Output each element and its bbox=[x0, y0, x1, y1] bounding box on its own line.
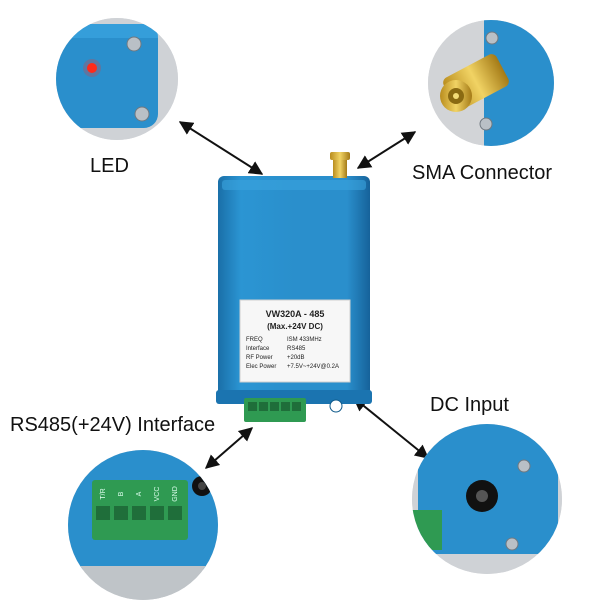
terminal-label: GND bbox=[172, 486, 179, 502]
terminal-block bbox=[244, 398, 306, 422]
sticker-row-key: RF Power bbox=[246, 355, 273, 361]
callout-dc: DC Input bbox=[430, 394, 509, 416]
zoom-sma bbox=[428, 20, 554, 146]
sticker-row-value: +20dB bbox=[287, 355, 305, 361]
callout-led: LED bbox=[90, 155, 129, 177]
arrow-sma bbox=[356, 131, 417, 169]
sticker-row-key: Elec Power bbox=[246, 364, 276, 370]
terminal-block-closeup: T/R B A VCC GND bbox=[92, 480, 188, 540]
arrow-dc bbox=[352, 397, 430, 459]
zoom-dc bbox=[412, 424, 562, 574]
zoom-led bbox=[56, 18, 178, 140]
terminal-label: VCC bbox=[154, 487, 161, 502]
led-indicator bbox=[87, 63, 97, 73]
terminal-label: B bbox=[118, 491, 125, 496]
zoom-rs485: T/R B A VCC GND bbox=[68, 450, 218, 600]
sma-connector bbox=[333, 158, 347, 178]
sticker-model: VW320A - 485 bbox=[266, 309, 325, 319]
sticker-row-key: Interface bbox=[246, 346, 270, 352]
sma-connector-closeup bbox=[440, 54, 509, 112]
sticker-row-value: +7.5V~+24V@0.2A bbox=[287, 364, 339, 370]
sticker-row-value: ISM 433MHz bbox=[287, 337, 322, 343]
arrow-led bbox=[178, 121, 264, 175]
sticker-max-voltage: (Max.+24V DC) bbox=[267, 322, 323, 331]
device-sticker: VW320A - 485 (Max.+24V DC) FREQ ISM 433M… bbox=[239, 299, 351, 383]
sticker-row-key: FREQ bbox=[246, 337, 263, 343]
callout-rs485: RS485(+24V) Interface bbox=[10, 414, 216, 436]
callout-sma: SMA Connector bbox=[412, 162, 553, 184]
terminal-label: T/R bbox=[100, 488, 107, 499]
arrow-rs485 bbox=[204, 427, 254, 469]
terminal-label: A bbox=[136, 491, 143, 496]
sticker-row-value: RS485 bbox=[287, 346, 306, 352]
